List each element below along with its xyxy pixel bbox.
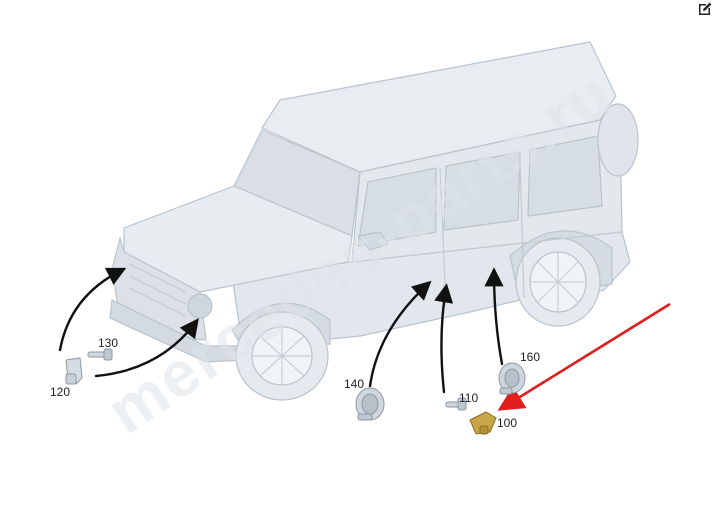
- edit-icon: [699, 2, 712, 15]
- parts-diagram: [58, 41, 671, 435]
- vehicle-grille: [129, 263, 187, 317]
- vehicle-illustration: [109, 41, 639, 401]
- vehicle-window-rear: [443, 151, 521, 231]
- leader-arrow-110: [434, 283, 454, 394]
- leader-arrow-120-front: [58, 267, 127, 352]
- leader-arrow-140: [368, 280, 432, 388]
- vehicle-door-lines: [351, 155, 623, 307]
- vehicle-window-back: [527, 135, 603, 217]
- leader-arrow-120-headlight: [94, 318, 199, 378]
- vehicle-headlight: [187, 293, 213, 319]
- part-130[interactable]: [87, 348, 113, 361]
- callout-110[interactable]: 110: [459, 391, 479, 405]
- vehicle-front-wheel: [235, 311, 329, 401]
- part-140[interactable]: [355, 387, 385, 421]
- edit-button[interactable]: [697, 1, 713, 17]
- callout-130[interactable]: 130: [98, 336, 119, 350]
- part-120[interactable]: [65, 357, 83, 385]
- callout-100[interactable]: 100: [497, 416, 518, 430]
- leader-arrow-160: [484, 267, 504, 366]
- part-110[interactable]: [445, 397, 467, 411]
- callout-160[interactable]: 160: [520, 350, 541, 364]
- highlight-arrow: [497, 302, 671, 411]
- vehicle-mirror: [357, 231, 389, 251]
- vehicle-rear-wheel: [515, 237, 601, 327]
- part-160[interactable]: [498, 362, 526, 395]
- leader-arrows: [58, 267, 504, 394]
- callout-140[interactable]: 140: [344, 377, 365, 391]
- callout-120[interactable]: 120: [50, 385, 71, 399]
- vehicle-window-front: [357, 167, 437, 247]
- part-100[interactable]: [469, 411, 497, 435]
- vehicle-spare-wheel: [597, 103, 639, 177]
